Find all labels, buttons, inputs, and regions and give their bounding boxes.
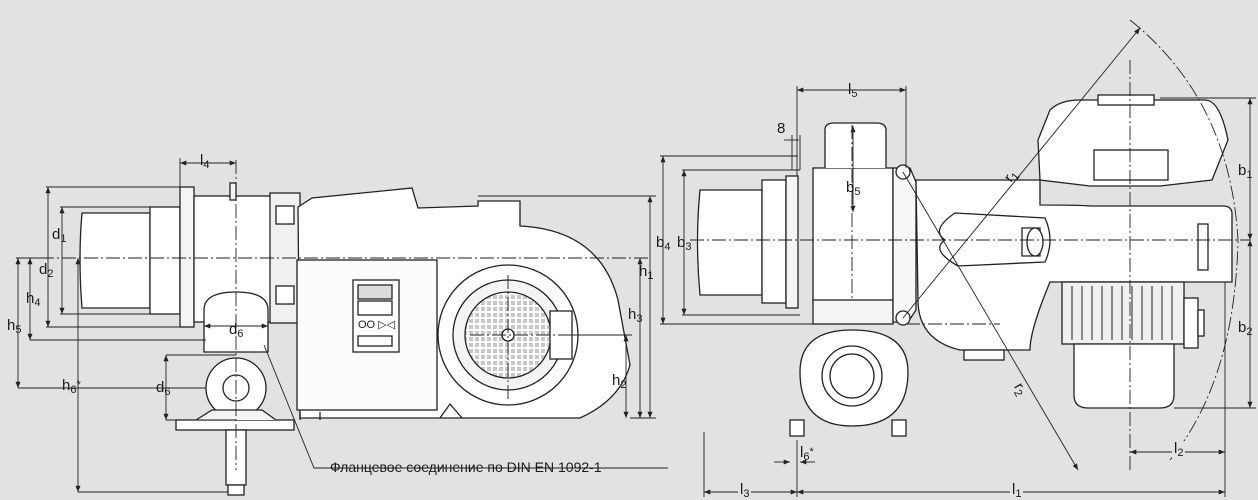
dim-label-l4: l4: [200, 152, 210, 171]
right-mounting-flange: [785, 175, 799, 309]
dim-symbol: l: [1012, 481, 1016, 498]
left-nozzle-sleeve: [149, 206, 181, 315]
dim-label-d2: d2: [39, 261, 54, 280]
control-panel-symbols: OO ▷◁: [358, 319, 396, 331]
dim-label-8: 8: [777, 121, 785, 136]
dim-label-h1: h1: [639, 263, 654, 282]
dim-symbol: l: [740, 481, 744, 498]
dim-symbol: d: [229, 321, 238, 338]
dim-index: 6: [70, 384, 77, 396]
dim-label-b5: b5: [846, 179, 861, 198]
dim-index: 5: [854, 186, 861, 198]
dim-asterisk: *: [809, 446, 814, 458]
dim-symbol: l: [800, 444, 804, 461]
dim-symbol: h: [628, 306, 637, 323]
left-center-lines: [40, 160, 650, 470]
left-mounting-flange: [179, 186, 195, 328]
flange-connection-caption: Фланцевое соединение по DIN EN 1092-1: [330, 459, 602, 475]
dim-index: 1: [647, 270, 654, 282]
dim-symbol: l: [848, 81, 852, 98]
dim-index: 1: [1246, 169, 1253, 181]
dim-symbol: h: [7, 317, 16, 334]
dim-symbol: b: [1238, 162, 1247, 179]
dim-index: 3: [743, 488, 750, 500]
dim-asterisk: *: [76, 379, 81, 391]
dim-label-l1: l1: [1010, 481, 1024, 500]
dim-symbol: h: [612, 372, 621, 389]
dim-index: 6: [803, 451, 810, 463]
dim-symbol: l: [1174, 440, 1178, 457]
dim-index: 2: [47, 268, 54, 280]
dim-symbol: h: [62, 377, 71, 394]
dim-index: 2: [620, 379, 627, 391]
dim-label-b3: b3: [677, 234, 692, 253]
dim-index: 4: [203, 159, 210, 171]
dim-symbol: b: [656, 234, 665, 251]
right-nozzle-tube: [696, 189, 763, 296]
dim-label-h4: h4: [26, 290, 41, 309]
left-dimension-lines: [15, 158, 668, 493]
dim-index: 6: [237, 328, 244, 340]
dim-label-h5: h5: [7, 317, 22, 336]
dim-label-b2: b2: [1238, 319, 1253, 338]
dim-index: 1: [1015, 488, 1022, 500]
dim-label-b4: b4: [656, 234, 671, 253]
dim-symbol: l: [200, 152, 204, 169]
dim-index: 4: [664, 241, 671, 253]
right-lever: [892, 167, 917, 323]
dim-symbol: b: [846, 179, 855, 196]
dim-index: 3: [636, 313, 643, 325]
right-motor-fins: [1061, 281, 1185, 345]
right-motor-bottom: [1073, 343, 1175, 409]
dim-label-d6-lower: d6: [156, 379, 171, 398]
dim-index: 2: [1177, 447, 1184, 459]
dim-symbol: b: [677, 234, 686, 251]
dim-label-b1: b1: [1238, 162, 1253, 181]
dim-label-h6: h6*: [62, 377, 81, 396]
dim-index: 1: [60, 233, 67, 245]
dim-symbol: h: [26, 290, 35, 307]
dim-label-l5: l5: [848, 81, 858, 100]
dim-index: 4: [34, 297, 41, 309]
left-nozzle-tube: [79, 212, 151, 309]
dim-label-h2: h2: [612, 372, 627, 391]
dim-index: 2: [1246, 326, 1253, 338]
dim-symbol: b: [1238, 319, 1247, 336]
dim-symbol: d: [39, 261, 48, 278]
dim-symbol: h: [639, 263, 648, 280]
dim-symbol: d: [52, 226, 61, 243]
right-top-view: [696, 94, 1233, 437]
dim-label-l2: l2: [1172, 440, 1186, 459]
dim-label-d1: d1: [52, 226, 67, 245]
dim-label-l3: l3: [738, 481, 752, 500]
right-motor-top: [1037, 99, 1229, 187]
dim-label-h3: h3: [628, 306, 643, 325]
dim-index: 3: [685, 241, 692, 253]
dim-label-l6: l6*: [800, 444, 814, 463]
dim-symbol: d: [156, 379, 165, 396]
dim-index: 5: [15, 324, 22, 336]
dim-index: 6: [164, 386, 171, 398]
right-dimension-lines: [660, 27, 1256, 497]
dim-symbol: 8: [777, 120, 786, 137]
left-side-view: [79, 182, 631, 496]
dim-label-d6-upper: d6: [229, 321, 244, 340]
dim-index: 5: [851, 88, 858, 100]
